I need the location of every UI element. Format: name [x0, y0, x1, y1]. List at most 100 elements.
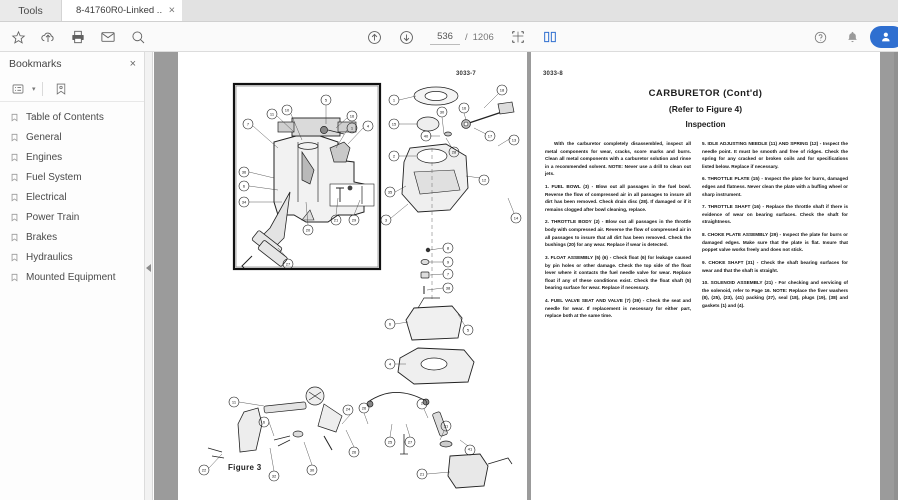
svg-text:16: 16 [350, 114, 355, 119]
main-toolbar: / 1206 [0, 22, 898, 52]
tab-document[interactable]: 8-41760R0-Linked ... × [62, 0, 182, 21]
bookmark-label: Table of Contents [26, 111, 104, 123]
bookmark-label: Engines [26, 151, 63, 163]
bookmark-icon [9, 251, 20, 263]
document-viewport[interactable]: 3033-7 [154, 52, 898, 500]
svg-text:34: 34 [242, 200, 247, 205]
bookmarks-list: Table of Contents General Engines Fuel S… [0, 102, 144, 287]
svg-text:7: 7 [247, 122, 250, 127]
bookmarks-header: Bookmarks × [0, 52, 144, 76]
bookmark-item-general[interactable]: General [0, 127, 144, 147]
bookmark-item-brakes[interactable]: Brakes [0, 227, 144, 247]
svg-text:10: 10 [285, 108, 290, 113]
svg-text:5: 5 [467, 328, 470, 333]
page-up-icon[interactable] [360, 23, 388, 51]
svg-text:27: 27 [408, 440, 413, 445]
figure-caption: Figure 3 [228, 463, 262, 472]
tab-document-label: 8-41760R0-Linked ... [76, 5, 162, 16]
svg-text:2: 2 [393, 154, 396, 159]
svg-text:14: 14 [514, 216, 519, 221]
svg-text:11: 11 [232, 400, 237, 405]
svg-text:36: 36 [242, 170, 247, 175]
print-icon[interactable] [64, 23, 92, 51]
help-icon[interactable] [806, 23, 834, 51]
page-navigation: / 1206 [430, 29, 494, 45]
bookmark-item-hydraulics[interactable]: Hydraulics [0, 247, 144, 267]
svg-text:9: 9 [447, 260, 450, 265]
search-icon[interactable] [124, 23, 152, 51]
panel-collapse-handle[interactable] [145, 52, 153, 500]
svg-text:8: 8 [447, 246, 450, 251]
page-label-left: 3033-7 [456, 71, 476, 77]
svg-text:21: 21 [334, 218, 339, 223]
svg-text:2: 2 [421, 401, 424, 406]
tab-tools[interactable]: Tools [0, 0, 62, 21]
account-avatar-icon[interactable] [870, 26, 898, 48]
close-icon[interactable]: × [129, 57, 136, 70]
svg-text:4: 4 [367, 124, 370, 129]
bookmark-icon [9, 111, 20, 123]
options-list-icon[interactable] [6, 78, 30, 100]
document-subtitle: (Refer to Figure 4) [668, 104, 743, 114]
svg-text:30: 30 [440, 110, 445, 115]
viewport-scrollbar[interactable] [894, 52, 898, 500]
intro-paragraph: With the carburetor completely disassemb… [545, 141, 691, 177]
bookmark-item-table-of-contents[interactable]: Table of Contents [0, 107, 144, 127]
svg-text:20: 20 [306, 228, 311, 233]
bookmark-icon [9, 191, 20, 203]
document-section-heading: Inspection [685, 120, 726, 129]
svg-text:22: 22 [202, 468, 207, 473]
svg-text:25: 25 [388, 440, 393, 445]
inspection-item: 8. CHOKE PLATE ASSEMBLY (29) - Inspect t… [702, 232, 848, 253]
upload-cloud-icon[interactable] [34, 23, 62, 51]
page-number-input[interactable] [430, 29, 460, 45]
svg-text:1: 1 [351, 126, 354, 131]
document-column-right: 5. IDLE ADJUSTING NEEDLE (11) AND SPRING… [702, 140, 848, 325]
bookmark-icon [9, 231, 20, 243]
bookmark-item-electrical[interactable]: Electrical [0, 187, 144, 207]
svg-text:29: 29 [352, 218, 357, 223]
svg-text:6: 6 [263, 420, 266, 425]
document-page-left: 3033-7 [178, 52, 527, 500]
bookmarks-toolbar: ▾ [0, 76, 144, 102]
document-columns: With the carburetor completely disassemb… [545, 140, 866, 325]
new-bookmark-icon[interactable] [49, 78, 73, 100]
page-down-icon[interactable] [392, 23, 420, 51]
inspection-item: 10. SOLENOID ASSEMBLY (21) - For checkin… [702, 280, 848, 308]
two-page-view-icon[interactable] [536, 23, 564, 51]
document-column-left: With the carburetor completely disassemb… [545, 140, 691, 325]
toolbar-right-group [806, 22, 898, 52]
inspection-item: 9. CHOKE SHAFT (31) - Check the shaft be… [702, 259, 848, 273]
bookmark-item-fuel-system[interactable]: Fuel System [0, 167, 144, 187]
svg-text:16: 16 [462, 106, 467, 111]
email-icon[interactable] [94, 23, 122, 51]
svg-text:12: 12 [482, 178, 487, 183]
svg-text:31: 31 [444, 424, 449, 429]
bookmark-label: General [26, 131, 62, 143]
bookmark-item-engines[interactable]: Engines [0, 147, 144, 167]
svg-text:17: 17 [488, 134, 493, 139]
bookmark-label: Power Train [26, 211, 80, 223]
close-icon[interactable]: × [168, 4, 175, 16]
bell-icon[interactable] [838, 23, 866, 51]
svg-text:6: 6 [389, 322, 392, 327]
toolbar-center-group: / 1206 [360, 22, 564, 52]
bookmark-icon [9, 151, 20, 163]
inspection-item: 5. IDLE ADJUSTING NEEDLE (11) AND SPRING… [702, 141, 848, 169]
bookmarks-panel: Bookmarks × ▾ [0, 52, 145, 500]
chevron-down-icon[interactable]: ▾ [32, 85, 36, 93]
inspection-item: 6. THROTTLE PLATE (15) - Inspect the pla… [702, 176, 848, 197]
star-icon[interactable] [4, 23, 32, 51]
svg-text:13: 13 [512, 138, 517, 143]
bookmark-item-mounted-equipment[interactable]: Mounted Equipment [0, 267, 144, 287]
inspection-item: 3. FLOAT ASSEMBLY (5) (6) - Check float … [545, 254, 691, 291]
inspection-item: 7. THROTTLE SHAFT (16) - Replace the thr… [702, 204, 848, 225]
svg-text:18: 18 [500, 88, 505, 93]
bookmark-item-power-train[interactable]: Power Train [0, 207, 144, 227]
bookmark-label: Fuel System [26, 171, 82, 183]
fit-page-icon[interactable] [504, 23, 532, 51]
svg-text:41: 41 [468, 447, 473, 452]
inspection-item: 2. THROTTLE BODY (2) - Blow out all pass… [545, 219, 691, 248]
bookmark-label: Brakes [26, 231, 58, 243]
